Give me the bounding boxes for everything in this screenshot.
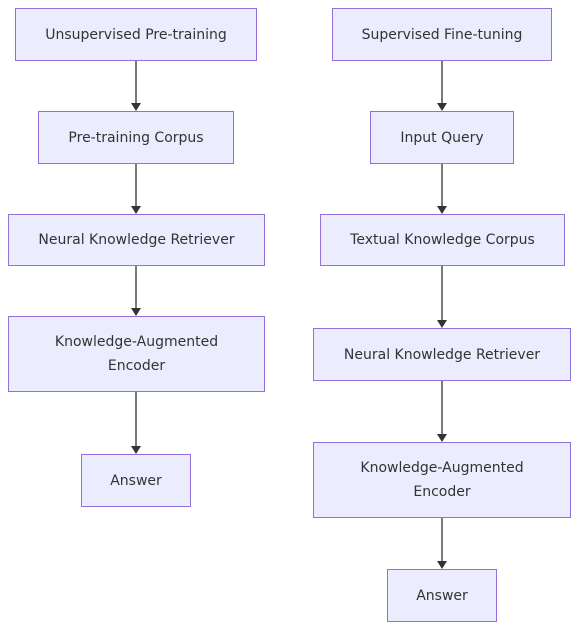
node-label: Answer [416, 587, 468, 604]
node-neural-knowledge-retriever-left: Neural Knowledge Retriever [8, 214, 265, 266]
node-pretraining-corpus: Pre-training Corpus [38, 111, 234, 164]
edge-right-5 [437, 518, 447, 569]
node-neural-knowledge-retriever-right: Neural Knowledge Retriever [313, 328, 571, 381]
edge-right-1 [437, 61, 447, 111]
edge-right-4 [437, 381, 447, 442]
node-label: Textual Knowledge Corpus [350, 232, 535, 248]
node-textual-knowledge-corpus: Textual Knowledge Corpus [320, 214, 565, 266]
edge-left-3 [131, 266, 141, 316]
node-label: Knowledge-Augmented Encoder [360, 460, 524, 500]
edge-right-2 [437, 164, 447, 214]
node-unsupervised-pretraining: Unsupervised Pre-training [15, 8, 257, 61]
edge-right-3 [437, 266, 447, 328]
node-label: Neural Knowledge Retriever [38, 232, 235, 248]
edge-left-4 [131, 392, 141, 454]
edge-left-1 [131, 61, 141, 111]
node-knowledge-augmented-encoder-right: Knowledge-Augmented Encoder [313, 442, 571, 518]
node-label: Unsupervised Pre-training [45, 26, 227, 43]
node-input-query: Input Query [370, 111, 514, 164]
node-label: Pre-training Corpus [68, 129, 204, 146]
node-label: Supervised Fine-tuning [361, 26, 523, 43]
edge-left-2 [131, 164, 141, 214]
node-knowledge-augmented-encoder-left: Knowledge-Augmented Encoder [8, 316, 265, 392]
node-label: Input Query [400, 129, 484, 146]
node-supervised-finetuning: Supervised Fine-tuning [332, 8, 552, 61]
node-label: Neural Knowledge Retriever [343, 346, 541, 363]
node-label: Answer [110, 472, 162, 489]
node-answer-left: Answer [81, 454, 191, 507]
node-answer-right: Answer [387, 569, 497, 622]
node-label: Knowledge-Augmented Encoder [54, 334, 219, 374]
